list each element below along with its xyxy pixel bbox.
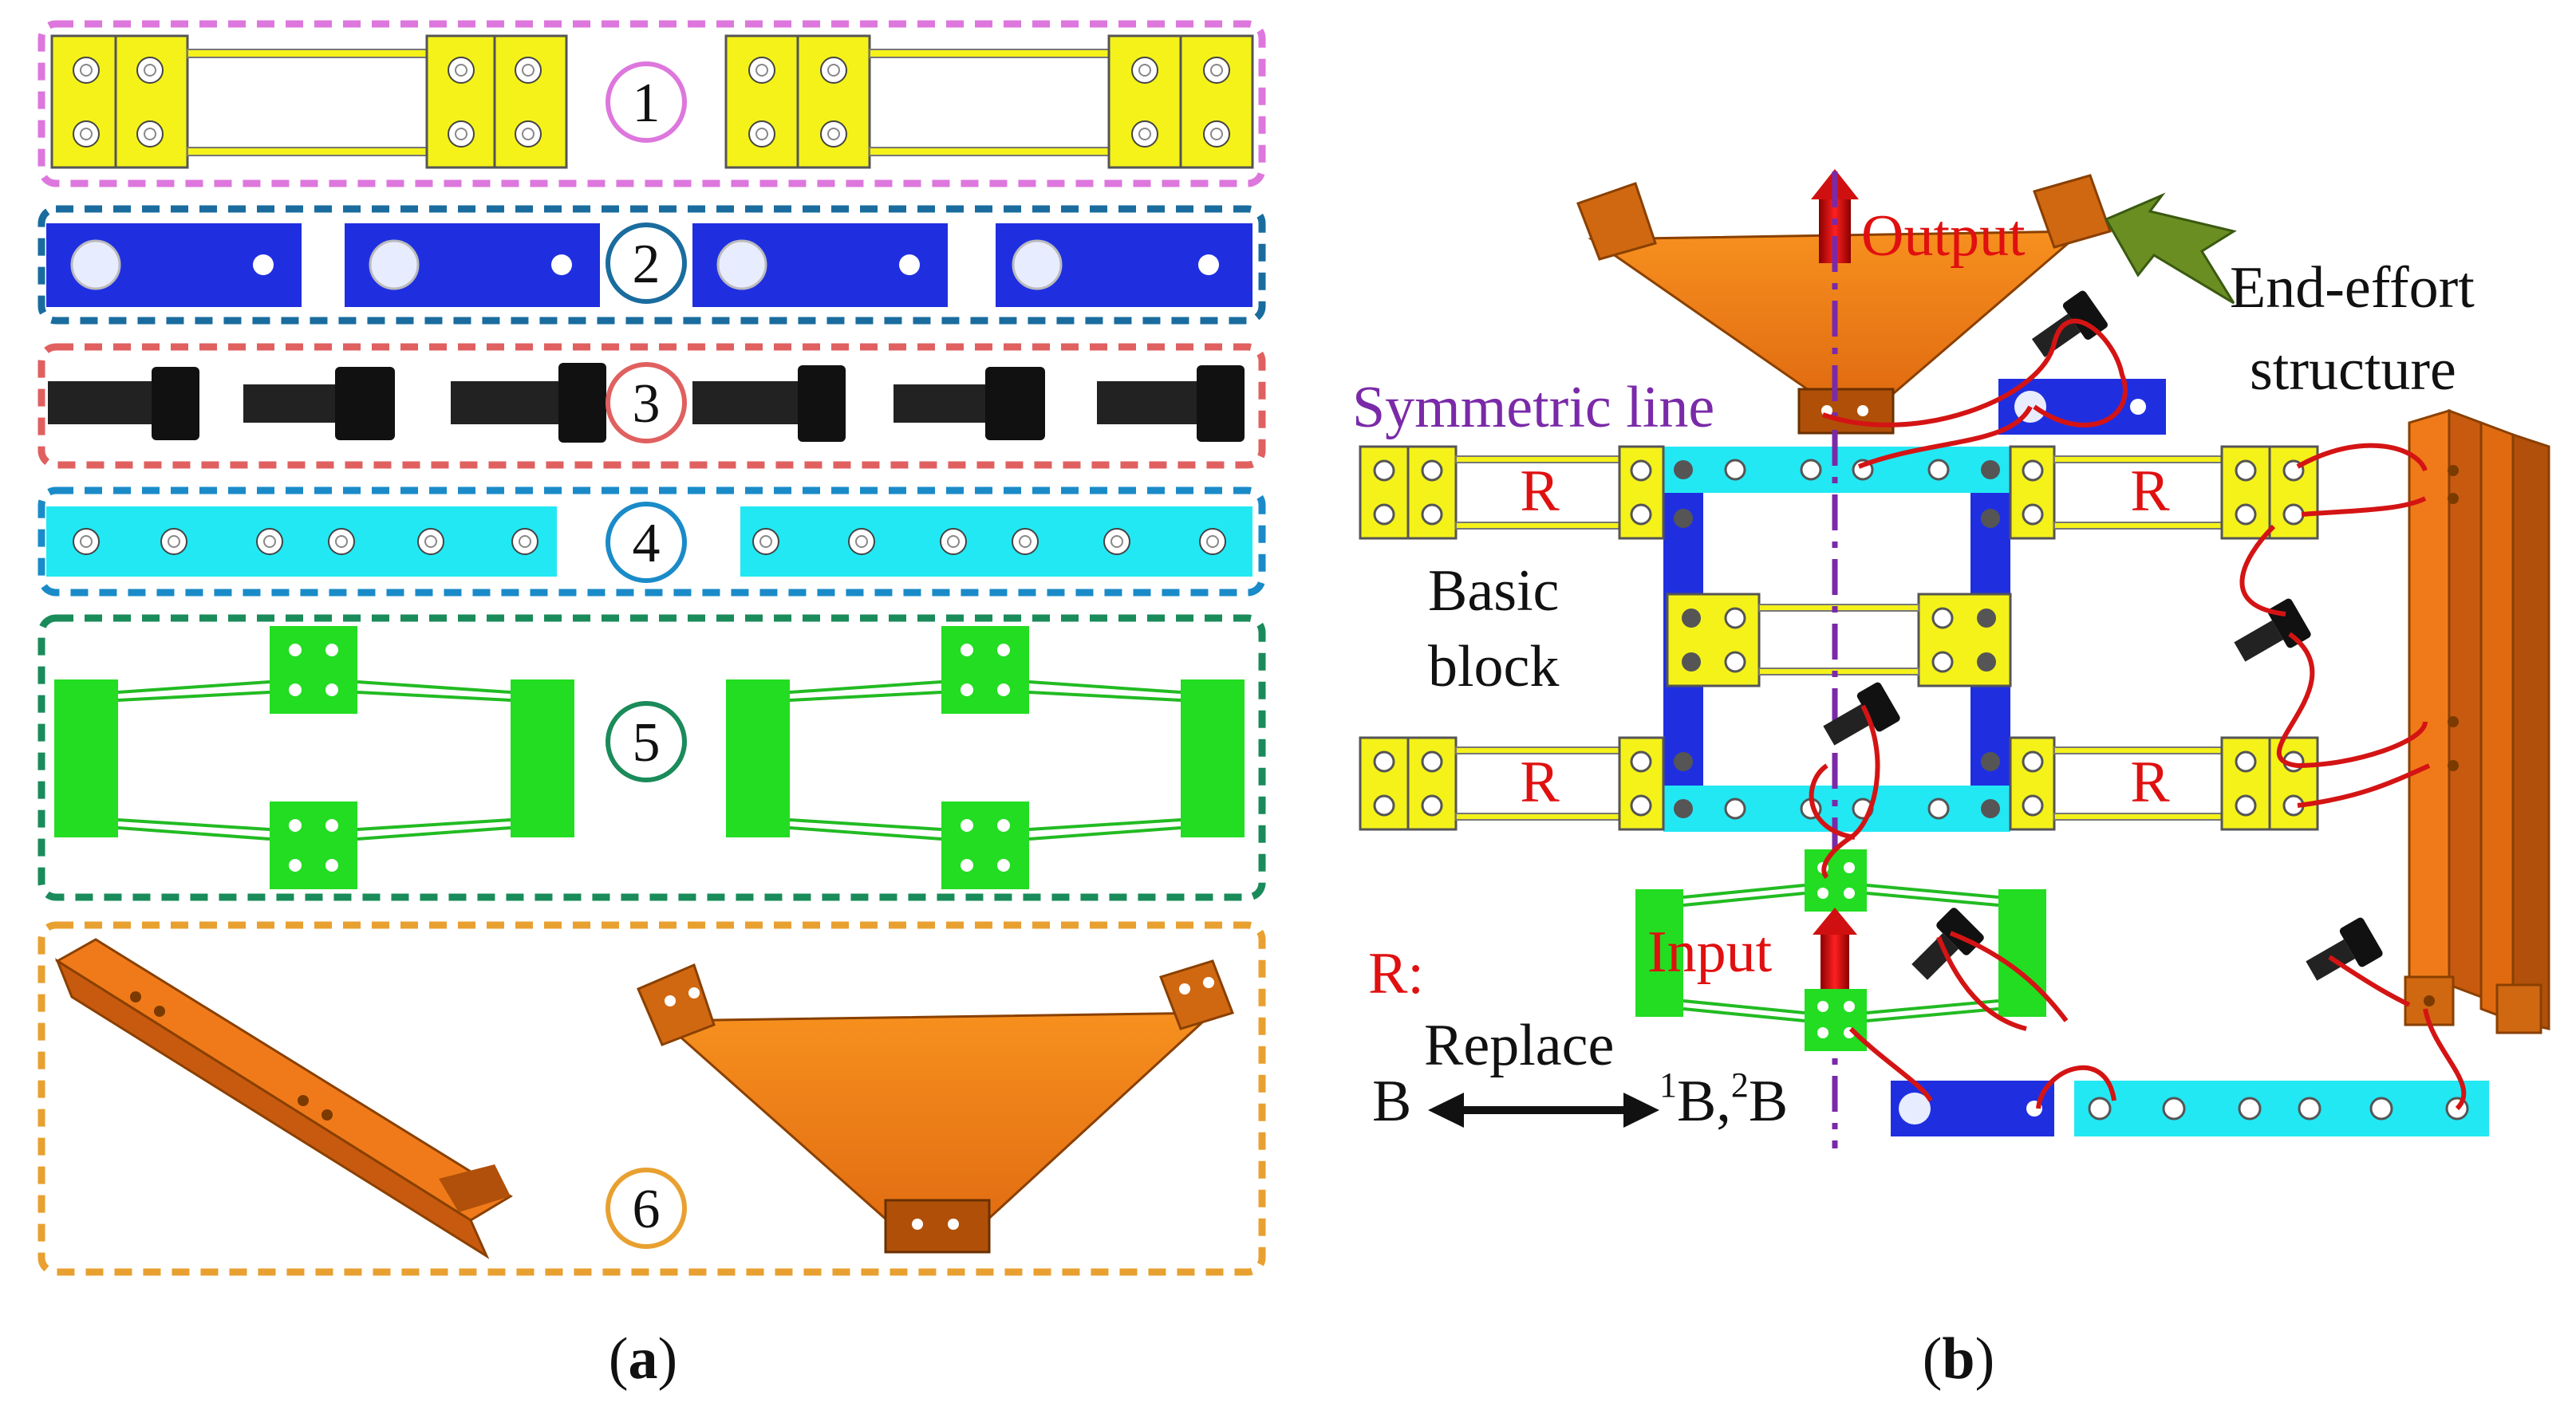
legend-replace-word: Replace bbox=[1424, 1013, 1614, 1078]
end-effort-label-line1: End-effort bbox=[2230, 255, 2475, 321]
group-3-frame bbox=[37, 343, 1266, 469]
green-flexure-right bbox=[726, 626, 1245, 889]
legend-right-b2: B bbox=[1749, 1069, 1788, 1134]
yellow-flexure-top-right bbox=[2009, 445, 2319, 540]
orange-triangle-plate bbox=[637, 959, 1234, 1254]
bolt-3 bbox=[451, 363, 606, 443]
group-1-badge bbox=[606, 61, 687, 143]
group-4-number: 4 bbox=[633, 513, 661, 574]
bolt-b-top bbox=[2031, 290, 2108, 358]
basic-block-label-line2: block bbox=[1428, 634, 1559, 699]
legend-right-b1: B, bbox=[1677, 1069, 1731, 1134]
bolt-b-center bbox=[1823, 682, 1900, 746]
panel-a-caption-letter: a bbox=[629, 1326, 658, 1392]
group-6: 6 bbox=[37, 921, 1266, 1276]
group-4-frame bbox=[37, 486, 1266, 597]
cyan-bar-right bbox=[740, 506, 1252, 577]
input-green-flexure bbox=[1635, 849, 2046, 1051]
green-flexure-left bbox=[54, 626, 574, 889]
input-arrow bbox=[1813, 908, 1857, 989]
panel-b-caption: (b) bbox=[1923, 1326, 1994, 1392]
blue-link-4 bbox=[996, 223, 1252, 307]
legend-right-label: 1B,2B bbox=[1659, 1065, 1788, 1134]
group-1-frame bbox=[37, 20, 1266, 187]
bolt-5 bbox=[894, 367, 1045, 440]
symmetric-line-label: Symmetric line bbox=[1352, 375, 1714, 440]
replace-marker-top-left: R bbox=[1520, 459, 1560, 524]
replace-marker-bottom-right: R bbox=[2130, 750, 2170, 815]
group-3-number: 3 bbox=[633, 373, 661, 435]
yellow-flexure-left bbox=[50, 34, 568, 169]
inner-yellow-flexure bbox=[1666, 593, 2012, 687]
group-2-number: 2 bbox=[633, 234, 661, 295]
group-1-number: 1 bbox=[633, 73, 661, 134]
bottom-cyan-bar bbox=[2074, 1081, 2489, 1136]
panel-a-caption: (a) bbox=[609, 1326, 677, 1392]
bolt-b-middle-right bbox=[2234, 598, 2311, 662]
orange-column bbox=[2404, 408, 2550, 1034]
group-5: 5 bbox=[37, 614, 1266, 901]
legend-right-sup1: 1 bbox=[1659, 1065, 1677, 1105]
panel-b: Output End-effort structure Symmetric li… bbox=[1352, 169, 2550, 1392]
yellow-flexure-top-left bbox=[1359, 445, 1665, 540]
output-label: Output bbox=[1861, 203, 2026, 269]
group-1: 1 bbox=[37, 20, 1266, 187]
blue-link-2 bbox=[345, 223, 600, 307]
replace-marker-top-right: R bbox=[2130, 459, 2170, 524]
bottom-blue-link bbox=[1891, 1081, 2054, 1136]
replace-marker-bottom-left: R bbox=[1520, 750, 1560, 815]
panel-a: 1 bbox=[37, 20, 1266, 1392]
blue-link-3 bbox=[692, 223, 948, 307]
bolt-b-lower-right bbox=[2306, 917, 2383, 981]
group-6-number: 6 bbox=[633, 1179, 661, 1240]
group-2: 2 bbox=[37, 205, 1266, 325]
legend-double-arrow bbox=[1428, 1093, 1659, 1128]
basic-block-label-line1: Basic bbox=[1428, 558, 1559, 624]
end-effort-label-line2: structure bbox=[2250, 337, 2456, 403]
orange-beam bbox=[54, 938, 513, 1259]
group-2-badge bbox=[606, 223, 687, 304]
group-4-badge bbox=[606, 502, 687, 583]
group-6-badge bbox=[606, 1168, 687, 1249]
group-3: 3 bbox=[37, 343, 1266, 469]
group-5-badge bbox=[606, 701, 687, 782]
panel-b-caption-letter: b bbox=[1942, 1326, 1974, 1392]
group-5-frame bbox=[37, 614, 1266, 901]
legend-right-sup2: 2 bbox=[1731, 1065, 1749, 1105]
legend-left-b: B bbox=[1372, 1069, 1411, 1134]
group-3-badge bbox=[606, 362, 687, 443]
end-effort-arrow bbox=[2104, 192, 2237, 305]
bolt-4 bbox=[692, 365, 846, 442]
yellow-flexure-bottom-left bbox=[1359, 736, 1665, 831]
bolt-6 bbox=[1097, 365, 1245, 442]
blue-link-1 bbox=[46, 223, 302, 307]
group-4: 4 bbox=[37, 486, 1266, 597]
yellow-flexure-right bbox=[724, 34, 1254, 169]
bolt-1 bbox=[48, 367, 199, 440]
legend-r-key: R: bbox=[1368, 941, 1424, 1006]
input-label: Input bbox=[1647, 920, 1773, 985]
cyan-bar-left bbox=[46, 506, 557, 577]
group-5-number: 5 bbox=[633, 712, 661, 774]
bolt-2 bbox=[243, 367, 395, 440]
red-wires bbox=[1809, 318, 2467, 1111]
